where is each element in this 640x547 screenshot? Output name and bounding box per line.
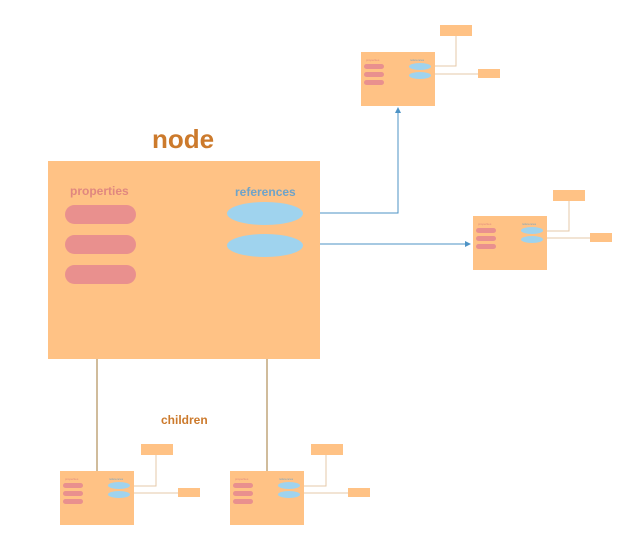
mini-property-pill — [364, 80, 384, 85]
mini-properties-label: properties — [65, 477, 79, 481]
mini-node-box — [478, 69, 500, 78]
mini-references-label: references — [109, 477, 124, 481]
mini-child-right-connector-1 — [301, 454, 327, 487]
mini-reference-oval — [108, 491, 130, 498]
properties-label: properties — [70, 184, 129, 198]
reference-oval — [227, 234, 303, 257]
mini-properties-label: properties — [366, 58, 380, 62]
mini-right-connector-1 — [543, 200, 570, 232]
property-pill — [65, 265, 136, 284]
mini-reference-oval — [521, 236, 543, 243]
mini-child-left-connector-1 — [132, 454, 157, 487]
mini-node-child-right: properties references — [230, 471, 304, 525]
mini-reference-oval — [409, 63, 431, 70]
mini-reference-oval — [278, 482, 300, 489]
mini-node-child-left: properties references — [60, 471, 134, 525]
property-pill — [65, 205, 136, 224]
mini-references-label: references — [522, 222, 537, 226]
mini-property-pill — [63, 483, 83, 488]
mini-node-box — [590, 233, 612, 242]
mini-property-pill — [476, 236, 496, 241]
mini-property-pill — [233, 483, 253, 488]
node-title: node — [152, 124, 215, 154]
mini-node-box — [178, 488, 200, 497]
reference-oval — [227, 202, 303, 225]
children-label: children — [161, 413, 208, 427]
mini-reference-oval — [108, 482, 130, 489]
mini-references-label: references — [279, 477, 294, 481]
mini-property-pill — [233, 499, 253, 504]
mini-property-pill — [364, 72, 384, 77]
mini-references-label: references — [410, 58, 425, 62]
mini-node-box — [311, 444, 343, 455]
mini-node-box — [141, 444, 173, 455]
mini-properties-label: properties — [235, 477, 249, 481]
mini-property-pill — [476, 244, 496, 249]
references-label: references — [235, 185, 296, 199]
mini-node-box — [348, 488, 370, 497]
mini-property-pill — [364, 64, 384, 69]
mini-node-box — [440, 25, 472, 36]
mini-top-connector-1 — [430, 36, 457, 67]
mini-properties-label: properties — [478, 222, 492, 226]
mini-node-right: properties references — [473, 216, 547, 270]
mini-property-pill — [63, 499, 83, 504]
mini-property-pill — [476, 228, 496, 233]
mini-node-box — [553, 190, 585, 201]
mini-reference-oval — [409, 72, 431, 79]
main-node-box — [48, 161, 320, 359]
mini-node-top: properties references — [361, 52, 435, 106]
property-pill — [65, 235, 136, 254]
mini-property-pill — [233, 491, 253, 496]
mini-reference-oval — [278, 491, 300, 498]
mini-property-pill — [63, 491, 83, 496]
reference-arrow-top — [302, 107, 401, 214]
mini-reference-oval — [521, 227, 543, 234]
